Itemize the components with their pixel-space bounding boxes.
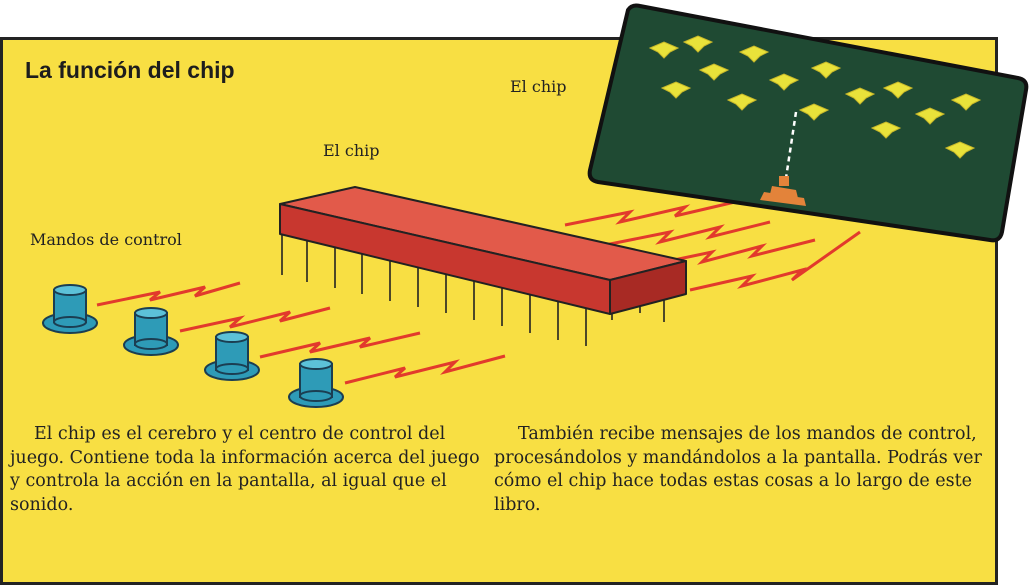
invader-icon bbox=[768, 73, 800, 91]
signal-bolt bbox=[344, 354, 506, 385]
screen-signals bbox=[564, 200, 861, 292]
invader-icon bbox=[738, 45, 770, 63]
page-title: La función del chip bbox=[25, 57, 235, 83]
control-button bbox=[42, 284, 98, 334]
invader-icon bbox=[810, 61, 842, 79]
chip-label-screen: El chip bbox=[510, 77, 567, 96]
game-screen bbox=[587, 3, 1029, 243]
invader-icon bbox=[950, 93, 982, 111]
control-button bbox=[288, 358, 344, 408]
invader-icon bbox=[944, 141, 976, 159]
invader-icon bbox=[682, 35, 714, 53]
chip-label: El chip bbox=[323, 141, 380, 160]
invader-icon bbox=[870, 121, 902, 139]
signal-bolt bbox=[259, 331, 421, 359]
player-ship-icon bbox=[760, 176, 806, 206]
laser-shot bbox=[784, 111, 798, 179]
signal-bolt bbox=[564, 200, 736, 227]
controls-label: Mandos de control bbox=[30, 230, 182, 249]
control-button bbox=[123, 307, 179, 356]
invaders bbox=[648, 35, 982, 159]
signal-bolt bbox=[179, 306, 331, 333]
invader-icon bbox=[914, 107, 946, 125]
paragraph-left: El chip es el cerebro y el centro de con… bbox=[10, 423, 480, 517]
control-buttons bbox=[42, 284, 344, 408]
paragraph-left-text: El chip es el cerebro y el centro de con… bbox=[10, 424, 480, 515]
signal-bolt bbox=[689, 230, 861, 292]
invader-icon bbox=[726, 93, 758, 111]
signal-bolt bbox=[604, 220, 771, 247]
chip bbox=[279, 186, 687, 315]
invader-icon bbox=[660, 81, 692, 99]
invader-icon bbox=[798, 103, 830, 121]
invader-icon bbox=[844, 87, 876, 105]
signal-bolt bbox=[96, 281, 241, 307]
invader-icon bbox=[882, 81, 914, 99]
paragraph-right: También recibe mensajes de los mandos de… bbox=[494, 423, 994, 517]
control-button bbox=[204, 331, 260, 381]
invader-icon bbox=[698, 63, 730, 81]
control-signals bbox=[96, 281, 506, 385]
invader-icon bbox=[648, 41, 680, 59]
signal-bolt bbox=[649, 238, 816, 267]
paragraph-right-text: También recibe mensajes de los mandos de… bbox=[494, 424, 982, 515]
